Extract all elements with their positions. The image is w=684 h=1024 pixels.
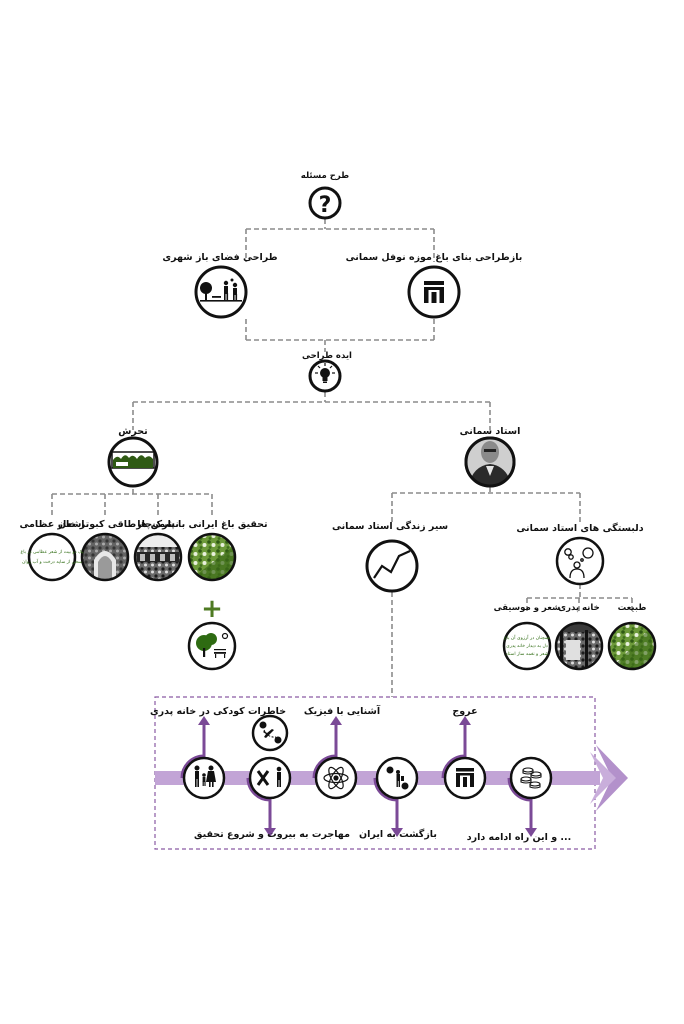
lightbulb-icon — [315, 363, 335, 383]
idea-label: ایده طراحی — [302, 351, 352, 361]
garden-photo-icon — [189, 534, 235, 580]
branch-physics — [312, 723, 338, 779]
step-ascension: عروج — [443, 706, 487, 800]
level2-right-label: استاد سمانی — [460, 426, 521, 437]
left-child-pavilion: نشمن ها — [133, 519, 183, 582]
idea-node: ایده طراحی — [302, 351, 352, 393]
svg-text:یک دو بیت از شعر عظامی در باغ: یک دو بیت از شعر عظامی در باغ — [20, 549, 84, 555]
right-child-interests: دلبستگی های استاد سمانی — [516, 522, 644, 586]
left-child-label: اشعار عظامی — [19, 519, 84, 530]
branch-migration — [246, 777, 272, 830]
interest-house: خانه پدری — [554, 603, 604, 671]
right-child-label: دلبستگی های استاد سمانی — [516, 522, 643, 534]
nature-photo-icon — [609, 623, 655, 669]
interest-label: خانه پدری — [558, 603, 599, 613]
plus-sign: + — [201, 594, 223, 624]
left-child-poem: اشعار عظامی یک دو بیت از شعر عظامی در با… — [19, 519, 85, 582]
old-house-photo-icon — [556, 623, 602, 669]
level1-left-node: طراحی فضای باز شهری — [162, 252, 278, 319]
interest-nature: طبیعت — [607, 603, 657, 671]
park-family-icon — [200, 278, 242, 302]
park-tree-bench-icon — [196, 632, 229, 658]
migration-route-icon — [251, 714, 289, 752]
gate-icon — [424, 281, 444, 303]
family-icon — [194, 765, 216, 787]
level1-right-label: بازطراحی بنای باغ موزه نوفل سمانی — [346, 252, 523, 263]
arch-photo-icon — [82, 534, 128, 580]
root-node: طرح مسئله ? — [301, 171, 349, 220]
treeline-icon — [111, 451, 155, 469]
step-label: مهاجرت به بیروت و شروع تحقیق — [194, 829, 350, 840]
left-child-label: چارطاقی کبوتر خان — [58, 519, 152, 530]
step-label: بازگشت به ایران — [359, 828, 437, 840]
step-label: و این راه ادامه دارد ... — [467, 832, 572, 843]
park-tree-bench-node — [187, 621, 237, 671]
root-label: طرح مسئله — [301, 171, 349, 181]
level1-right-node: بازطراحی بنای باغ موزه نوفل سمانی — [346, 252, 523, 319]
poem-icon: یک دو بیت از شعر عظامی در باغ سخن از سای… — [20, 549, 84, 565]
atom-icon — [323, 766, 349, 790]
svg-text:سخن از سایه درخت و آب روان: سخن از سایه درخت و آب روان — [22, 558, 82, 565]
step-childhood: خاطرات کودکی در خانه پدری — [150, 706, 286, 800]
svg-text:?: ? — [319, 193, 332, 218]
step-return: بازگشت به ایران — [359, 756, 437, 840]
step-continue: و این راه ادامه دارد ... — [467, 756, 572, 843]
level2-left-label: تحرش — [118, 426, 147, 437]
left-child-garden: تحقیق باغ ایرانی با پارک — [152, 519, 268, 582]
right-child-label: سیر زندگی استاد سمانی — [332, 520, 448, 532]
level1-left-label: طراحی فضای باز شهری — [162, 252, 277, 263]
interest-poem: شعر و موسیقی همچنان در آرزوی آن باغ دل ب… — [494, 603, 561, 671]
timeline: خاطرات کودکی در خانه پدری مهاجرت به بیرو… — [150, 696, 628, 850]
level2-right-node: استاد سمانی — [460, 426, 521, 488]
level2-left-node: تحرش — [107, 426, 159, 488]
branch-continue — [507, 777, 533, 830]
thinking-person-icon — [564, 547, 594, 579]
growth-line-icon — [373, 549, 411, 579]
step-label: آشنایی با فیزیک — [304, 704, 381, 717]
branch-ascension — [441, 723, 467, 779]
step-migration: مهاجرت به بیروت و شروع تحقیق — [194, 714, 350, 840]
svg-text:شعر و نغمه ساز استاد: شعر و نغمه ساز استاد — [506, 651, 549, 657]
branch-childhood — [180, 723, 206, 779]
gate-icon — [456, 768, 474, 787]
interest-label: شعر و موسیقی — [494, 603, 561, 613]
right-child-life: سیر زندگی استاد سمانی — [332, 520, 448, 593]
svg-text:دل به دیدار خانه پدری: دل به دیدار خانه پدری — [506, 643, 548, 649]
return-journey-icon — [386, 766, 409, 790]
step-label: خاطرات کودکی در خانه پدری — [150, 706, 286, 717]
connector-lines — [51, 219, 633, 697]
question-mark-icon: ? — [308, 186, 342, 220]
step-physics: آشنایی با فیزیک — [304, 704, 381, 800]
interest-label: طبیعت — [618, 603, 647, 613]
migration-icon — [256, 766, 282, 787]
poem-icon: همچنان در آرزوی آن باغ دل به دیدار خانه … — [504, 634, 550, 657]
step-label: عروج — [452, 706, 477, 717]
branch-return — [373, 777, 399, 830]
left-child-arch: چارطاقی کبوتر خان — [58, 519, 152, 582]
left-child-label: نشمن ها — [137, 519, 179, 530]
stacked-coins-icon — [520, 767, 542, 789]
svg-text:همچنان در آرزوی آن باغ: همچنان در آرزوی آن باغ — [504, 634, 550, 641]
left-child-label: تحقیق باغ ایرانی با پارک — [152, 519, 267, 530]
